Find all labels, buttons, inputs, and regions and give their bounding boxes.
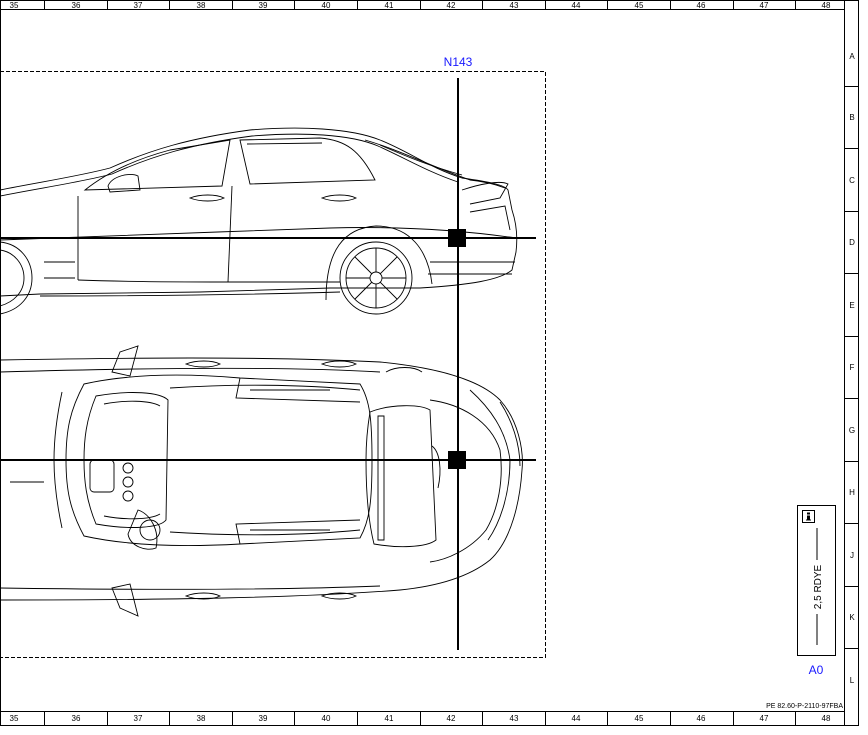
row-label: L xyxy=(850,676,855,685)
info-icon[interactable] xyxy=(802,510,815,523)
row-label: H xyxy=(849,488,855,497)
col-label: 45 xyxy=(635,714,644,723)
row-label: J xyxy=(850,551,854,560)
col-label: 45 xyxy=(635,1,644,10)
col-label: 48 xyxy=(822,714,831,723)
row-label: D xyxy=(849,238,855,247)
col-label: 42 xyxy=(447,714,456,723)
col-label: 35 xyxy=(10,714,19,723)
col-label: 39 xyxy=(259,1,268,10)
col-label: 47 xyxy=(760,1,769,10)
col-label: 35 xyxy=(10,1,19,10)
col-label: 46 xyxy=(697,1,706,10)
col-label: 38 xyxy=(197,1,206,10)
col-label: 38 xyxy=(197,714,206,723)
row-label: B xyxy=(849,113,854,122)
wire-label: 2,5 RDYE xyxy=(813,564,824,609)
connection-point-side[interactable] xyxy=(448,229,466,247)
col-label: 37 xyxy=(134,714,143,723)
component-boundary xyxy=(0,71,546,658)
col-label: 36 xyxy=(72,714,81,723)
connector-name[interactable]: A0 xyxy=(809,663,824,677)
col-label: 44 xyxy=(572,1,581,10)
col-label: 41 xyxy=(385,1,394,10)
col-label: 46 xyxy=(697,714,706,723)
col-label: 48 xyxy=(822,1,831,10)
car-top-view xyxy=(0,345,523,617)
column-ruler-bottom: 35 36 37 38 39 40 41 42 43 44 45 46 47 4… xyxy=(10,712,831,726)
component-label[interactable]: N143 xyxy=(444,55,473,69)
row-label: G xyxy=(849,426,855,435)
col-label: 43 xyxy=(510,714,519,723)
row-label: C xyxy=(849,176,855,185)
col-label: 40 xyxy=(322,714,331,723)
document-reference: PE 82.60-P-2110-97FBA xyxy=(766,703,843,710)
col-label: 42 xyxy=(447,1,456,10)
col-label: 39 xyxy=(259,714,268,723)
car-side-view xyxy=(0,127,518,315)
col-label: 43 xyxy=(510,1,519,10)
col-label: 44 xyxy=(572,714,581,723)
row-label: A xyxy=(849,52,855,61)
row-label: K xyxy=(849,613,855,622)
col-label: 41 xyxy=(385,714,394,723)
connector-box[interactable]: 2,5 RDYE xyxy=(797,505,836,656)
row-label: F xyxy=(850,363,855,372)
column-ruler-top: 35 36 37 38 39 40 41 42 43 44 45 46 47 4… xyxy=(10,0,831,10)
row-ruler-right: A B C D E F G H J K L xyxy=(845,52,859,685)
col-label: 37 xyxy=(134,1,143,10)
row-label: E xyxy=(849,301,854,310)
col-label: 36 xyxy=(72,1,81,10)
connection-point-top[interactable] xyxy=(448,451,466,469)
wiring-lines xyxy=(0,78,536,650)
col-label: 47 xyxy=(760,714,769,723)
sheet-frame xyxy=(0,0,859,726)
col-label: 40 xyxy=(322,1,331,10)
